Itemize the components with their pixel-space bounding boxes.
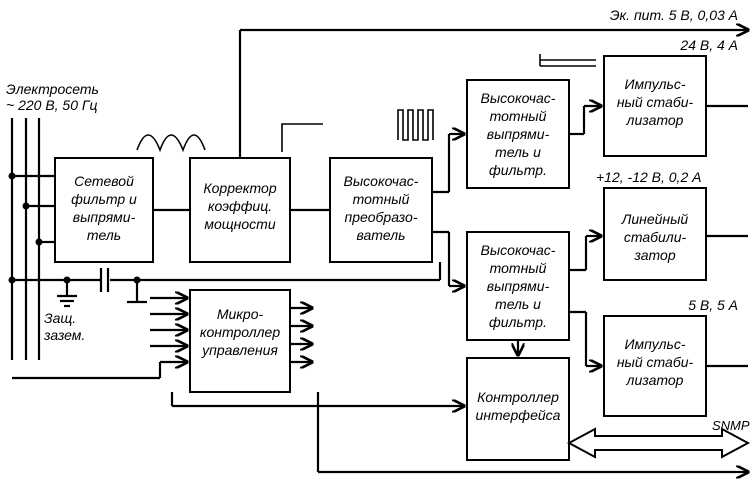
hf-pulse-waveform-icon (397, 109, 434, 141)
mains-conductors (8, 118, 55, 360)
rect-bottom-block (466, 231, 570, 341)
rect-bottom-label-3: выпрями- (487, 278, 550, 294)
iface-label-1: Контроллер (477, 389, 559, 405)
rectified-waveform-icon (136, 134, 206, 153)
stab-12v-label-2: стабили- (624, 229, 687, 245)
rect-top-block (466, 79, 570, 189)
stab-5v-label-1: Импульс- (624, 336, 685, 352)
rect-bottom-label-2: тотный (490, 260, 547, 276)
hf-converter-label-2: тотный (353, 191, 410, 207)
stab-24v-block (603, 55, 707, 157)
output-12v-label: +12, -12 В, 0,2 А (596, 169, 701, 185)
pfc-block-label-3: мощности (204, 216, 275, 232)
iface-block (466, 357, 570, 461)
mcu-label-1: Микро- (217, 306, 264, 322)
snmp-bus-arrow (566, 427, 751, 459)
mcu-label-3: управления (201, 342, 278, 358)
dc-step-waveform-icon (281, 123, 323, 152)
hf-converter-label-3: преобразо- (344, 209, 417, 225)
filter-block-label-2: фильтр и (71, 191, 137, 207)
rect-top-label-4: тель и (495, 144, 541, 160)
rect-bottom-label-4: тель и (495, 296, 541, 312)
standby-output-label: Эк. пит. 5 В, 0,03 А (610, 7, 738, 23)
rect-bottom-label-5: фильтр. (489, 314, 547, 330)
signal-connections (12, 106, 748, 472)
filter-block-label-3: выпрями- (73, 209, 136, 225)
mains-label-line1: Электросеть (6, 81, 99, 97)
mcu-label-2: контроллер (200, 324, 280, 340)
hf-converter-label-4: ватель (356, 227, 405, 243)
stab-12v-block (603, 187, 707, 281)
rect-top-label-5: фильтр. (489, 162, 547, 178)
stab-12v-label-3: затор (633, 247, 675, 263)
stab-24v-label-2: ный стаби- (617, 94, 694, 110)
iface-label-2: интерфейса (476, 407, 561, 423)
standby-line (238, 30, 748, 158)
hf-converter-block (329, 157, 433, 263)
rect-top-label-3: выпрями- (487, 126, 550, 142)
pfc-block-label-2: коэффиц. (208, 198, 272, 214)
dc-output-waveform-icon (539, 54, 596, 67)
stab-24v-label-1: Импульс- (624, 76, 685, 92)
output-5v-label: 5 В, 5 А (688, 297, 738, 313)
pfc-block-label-1: Корректор (203, 180, 276, 196)
ground-label-line1: Защ. (44, 310, 76, 326)
snmp-label: SNMP (712, 418, 750, 433)
mcu-block (189, 289, 291, 393)
stab-5v-label-2: ный стаби- (617, 354, 694, 370)
rect-top-label-2: тотный (490, 108, 547, 124)
stab-5v-block (603, 315, 707, 417)
output-24v-label: 24 В, 4 А (679, 37, 738, 53)
stab-12v-label-1: Линейный (621, 211, 689, 227)
ground-circuit (12, 262, 442, 308)
stab-5v-label-3: лизатор (626, 372, 684, 388)
filter-block-label-1: Сетевой (74, 173, 134, 189)
mains-label-line2: ~ 220 В, 50 Гц (6, 97, 98, 113)
hf-converter-label-1: Высокочас- (344, 173, 419, 189)
ground-label-line2: зазем. (43, 327, 85, 343)
rect-top-label-1: Высокочас- (481, 90, 556, 106)
rect-bottom-label-1: Высокочас- (481, 242, 556, 258)
stab-24v-label-3: лизатор (626, 112, 684, 128)
filter-block-label-4: тель (87, 227, 121, 243)
